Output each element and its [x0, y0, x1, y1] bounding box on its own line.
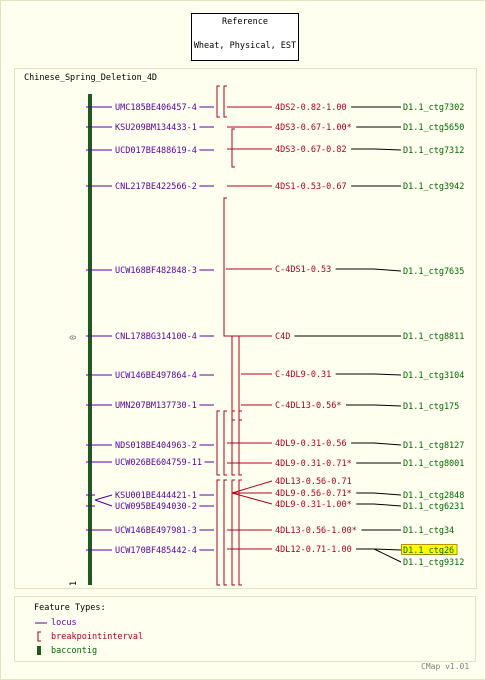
breakpoint-bracket[interactable] — [223, 85, 227, 118]
breakpoint-bracket[interactable] — [238, 335, 242, 421]
interval-lead — [231, 480, 273, 494]
contig-label[interactable]: D1.1_ctg26 — [403, 546, 454, 556]
contig-label[interactable]: D1.1_ctg3942 — [403, 182, 464, 192]
bracket-icon — [37, 631, 41, 642]
locus-label[interactable]: UCD017BE488619-4 — [115, 146, 197, 156]
interval-label[interactable]: C-4DL9-0.31 — [275, 370, 331, 380]
chromosome-bar[interactable] — [88, 94, 92, 585]
interval-label[interactable]: 4DS1-0.53-0.67 — [275, 182, 347, 192]
reference-subtitle: Wheat, Physical, EST — [193, 41, 297, 51]
contig-label[interactable]: D1.1_ctg9312 — [403, 558, 464, 568]
locus-connector — [94, 494, 113, 501]
locus-label[interactable]: UCW170BF485442-4 — [115, 546, 197, 556]
interval-label[interactable]: C4D — [275, 332, 290, 342]
map-title[interactable]: Chinese_Spring_Deletion_4D — [24, 73, 157, 83]
interval-labels: 4DS2-0.82-1.00 4DS3-0.67-1.00* 4DS3-0.67-0… — [226, 103, 357, 555]
locus-label[interactable]: KSU001BE444421-1 — [115, 491, 197, 501]
interval-lead — [231, 492, 273, 505]
locus-label[interactable]: CNL217BE422566-2 — [115, 182, 197, 192]
breakpoint-bracket[interactable] — [231, 335, 235, 421]
interval-label[interactable]: 4DL9-0.31-0.56 — [275, 439, 347, 449]
correspondence-line — [373, 492, 402, 496]
interval-label[interactable]: C-4DL13-0.56* — [275, 401, 342, 411]
contig-label[interactable]: D1.1_ctg2848 — [403, 491, 464, 501]
correspondence-line — [373, 442, 402, 446]
locus-label[interactable]: UCW095BE494030-2 — [115, 502, 197, 512]
interval-label[interactable]: 4DL9-0.31-1.00* — [275, 500, 352, 510]
breakpoint-bracket[interactable] — [223, 410, 227, 476]
correspondence-line — [373, 404, 402, 407]
correspondence-line — [373, 148, 402, 151]
locus-connector — [94, 499, 113, 507]
legend-title: Feature Types: — [34, 603, 106, 613]
breakpoint-bracket[interactable] — [223, 197, 227, 337]
breakpoint-bracket[interactable] — [216, 410, 220, 476]
interval-label[interactable]: 4DL9-0.31-0.71* — [275, 459, 352, 469]
locus-label[interactable]: UMN207BM137730-1 — [115, 401, 197, 411]
correspondence-line — [373, 503, 402, 507]
contig-label[interactable]: D1.1_ctg175 — [403, 402, 459, 412]
correspondence-line — [373, 268, 402, 272]
breakpoint-bracket[interactable] — [216, 85, 220, 118]
contig-label[interactable]: D1.1_ctg6231 — [403, 502, 464, 512]
locus-label[interactable]: UMC185BE406457-4 — [115, 103, 197, 113]
bar-icon — [37, 646, 41, 655]
interval-label[interactable]: 4DS2-0.82-1.00 — [275, 103, 347, 113]
contig-label[interactable]: D1.1_ctg7312 — [403, 146, 464, 156]
contig-label[interactable]: D1.1_ctg8001 — [403, 459, 464, 469]
locus-label[interactable]: CNL178BG314100-4 — [115, 332, 197, 342]
breakpoint-bracket[interactable] — [223, 479, 227, 586]
legend-label-locus: locus — [51, 618, 77, 628]
contig-label[interactable]: D1.1_ctg8127 — [403, 441, 464, 451]
legend-label-baccontig: baccontig — [51, 646, 98, 656]
locus-label[interactable]: UCW146BE497981-3 — [115, 526, 197, 536]
map-panel-frame — [14, 68, 477, 589]
correspondence-line — [373, 548, 402, 563]
contig-label[interactable]: D1.1_ctg8811 — [403, 332, 464, 342]
breakpoint-bracket[interactable] — [231, 479, 235, 586]
contig-label[interactable]: D1.1_ctg7635 — [403, 267, 464, 277]
locus-label[interactable]: UCW146BE497864-4 — [115, 371, 197, 381]
interval-label[interactable]: 4DL13-0.56-1.00* — [275, 526, 357, 536]
interval-label[interactable]: 4DL12-0.71-1.00 — [275, 545, 352, 555]
scale-end-label: 1 — [69, 581, 79, 586]
interval-label[interactable]: 4DL13-0.56-0.71 — [275, 477, 352, 487]
locus-label[interactable]: UCW168BF482848-3 — [115, 266, 197, 276]
locus-label[interactable]: NDS018BE404963-2 — [115, 441, 197, 451]
breakpoint-bracket[interactable] — [216, 479, 220, 586]
interval-label[interactable]: C-4DS1-0.53 — [275, 265, 331, 275]
interval-label[interactable]: 4DS3-0.67-0.82 — [275, 145, 347, 155]
scale-start-label: 0 — [69, 335, 79, 340]
reference-box[interactable]: Reference Wheat, Physical, EST — [191, 13, 299, 61]
loci-group: UMC185BE406457-4KSU209BM134433-1UCD017BE… — [86, 103, 214, 556]
breakpoint-bracket[interactable] — [231, 128, 235, 168]
contig-label[interactable]: D1.1_ctg7302 — [403, 103, 464, 113]
contig-labels: D1.1_ctg7302D1.1_ctg5650D1.1_ctg7312D1.1… — [401, 103, 464, 568]
contig-label[interactable]: D1.1_ctg34 — [403, 526, 454, 536]
breakpoint-bracket[interactable] — [238, 479, 242, 586]
contig-label[interactable]: D1.1_ctg3104 — [403, 371, 464, 381]
locus-line-icon — [35, 622, 47, 624]
locus-label[interactable]: UCW026BE604759-11 — [115, 458, 202, 468]
contig-highlight — [401, 544, 458, 555]
version-footer: CMap v1.01 — [421, 662, 470, 671]
locus-label[interactable]: KSU209BM134433-1 — [115, 123, 197, 133]
correspondence-line — [373, 373, 402, 376]
legend: Feature Types: locus breakpointinterval … — [14, 596, 476, 662]
contig-label[interactable]: D1.1_ctg5650 — [403, 123, 464, 133]
correspondence-line — [373, 548, 402, 551]
reference-title: Reference — [221, 17, 269, 27]
interval-label[interactable]: 4DS3-0.67-1.00* — [275, 123, 352, 133]
interval-label[interactable]: 4DL9-0.56-0.71* — [275, 489, 352, 499]
correspondence-lines — [294, 106, 402, 563]
legend-label-breakpoint: breakpointinterval — [51, 632, 144, 642]
